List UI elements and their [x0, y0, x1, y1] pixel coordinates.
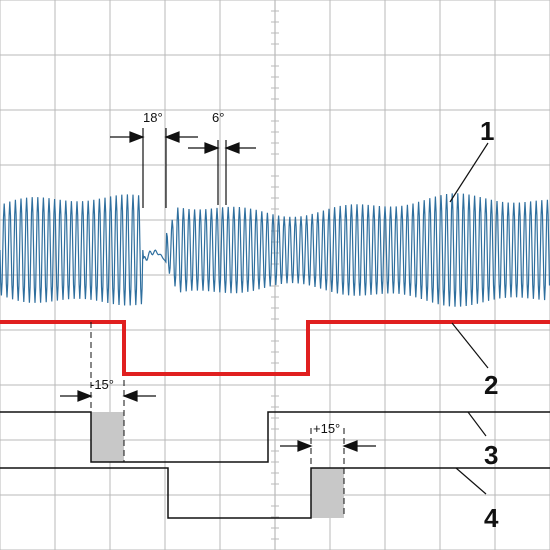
callout-number-2: 2: [484, 370, 498, 400]
angle-measurement-retard: [280, 440, 376, 452]
arrow-right-icon: [77, 390, 93, 402]
gap-angle-label: 18°: [143, 110, 163, 125]
angle-measurement-top: [110, 128, 256, 208]
angle-measurement-advance: [60, 390, 156, 402]
output-trace-4: [0, 467, 550, 519]
callout-number-4: 4: [484, 503, 499, 533]
arrow-right-icon: [297, 440, 313, 452]
dashed-markers: [90, 322, 345, 518]
advance-angle-label: -15°: [90, 377, 114, 392]
arrow-left-icon: [224, 142, 240, 154]
callout-leader-3: [467, 411, 487, 437]
arrow-right-icon: [204, 142, 220, 154]
arrow-left-icon: [164, 131, 180, 143]
callout-number-1: 1: [480, 116, 494, 146]
retard-shaded-region: [311, 468, 344, 518]
output-trace-3: [0, 411, 550, 463]
advance-shaded-region: [91, 412, 124, 462]
callout-leader-2: [451, 322, 489, 369]
reference-pulse-trace: [0, 320, 550, 376]
signal-waveform: [0, 193, 550, 307]
callout-leader-4: [455, 467, 487, 495]
arrow-right-icon: [129, 131, 145, 143]
callout-leader-1: [449, 142, 489, 203]
tooth-angle-label: 6°: [212, 110, 224, 125]
arrow-left-icon: [122, 390, 138, 402]
center-axis: [271, 0, 279, 550]
callout-number-3: 3: [484, 440, 498, 470]
arrow-left-icon: [342, 440, 358, 452]
callout-leaders: [449, 142, 489, 495]
retard-angle-label: +15°: [313, 421, 340, 436]
